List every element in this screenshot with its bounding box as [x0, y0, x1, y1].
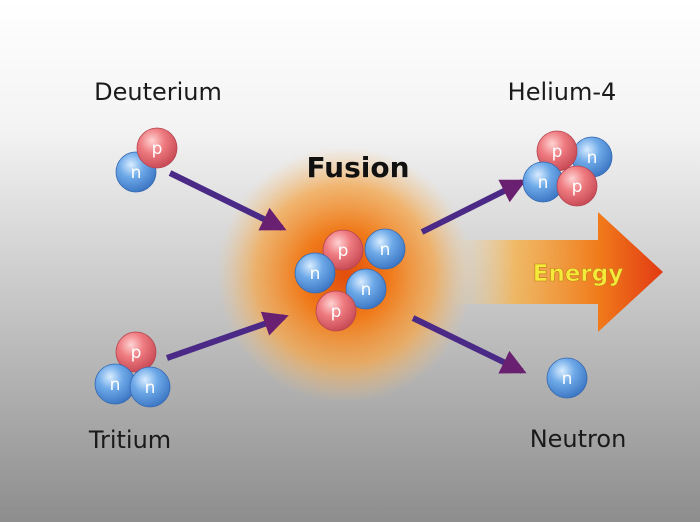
proton-letter: p — [552, 142, 563, 162]
fusion-title: Fusion — [306, 151, 409, 184]
deuterium-label: Deuterium — [94, 78, 222, 106]
tritium-label: Tritium — [88, 426, 171, 454]
neutron-letter: n — [562, 369, 573, 389]
neutron-letter: n — [131, 163, 142, 183]
energy-label: Energy — [533, 261, 623, 287]
neutron: n — [547, 358, 587, 398]
neutron-letter: n — [587, 148, 598, 168]
proton: p — [137, 128, 177, 168]
proton-letter: p — [338, 241, 349, 261]
proton-letter: p — [131, 343, 142, 363]
proton-letter: p — [331, 302, 342, 322]
neutron: n — [365, 229, 405, 269]
neutron-letter: n — [145, 378, 156, 398]
neutron-letter: n — [361, 280, 372, 300]
neutron-letter: n — [538, 173, 549, 193]
helium-4-label: Helium-4 — [508, 78, 617, 106]
neutron-letter: n — [380, 240, 391, 260]
neutron: n — [130, 367, 170, 407]
fusion-glow — [217, 147, 473, 403]
proton: p — [316, 291, 356, 331]
proton: p — [557, 166, 597, 206]
neutron-letter: n — [110, 375, 121, 395]
free-neutron: n — [547, 358, 587, 398]
neutron: n — [295, 253, 335, 293]
neutron: n — [95, 364, 135, 404]
proton-letter: p — [572, 177, 583, 197]
proton-letter: p — [152, 139, 163, 159]
neutron-letter: n — [310, 264, 321, 284]
neutron-label: Neutron — [530, 425, 627, 453]
